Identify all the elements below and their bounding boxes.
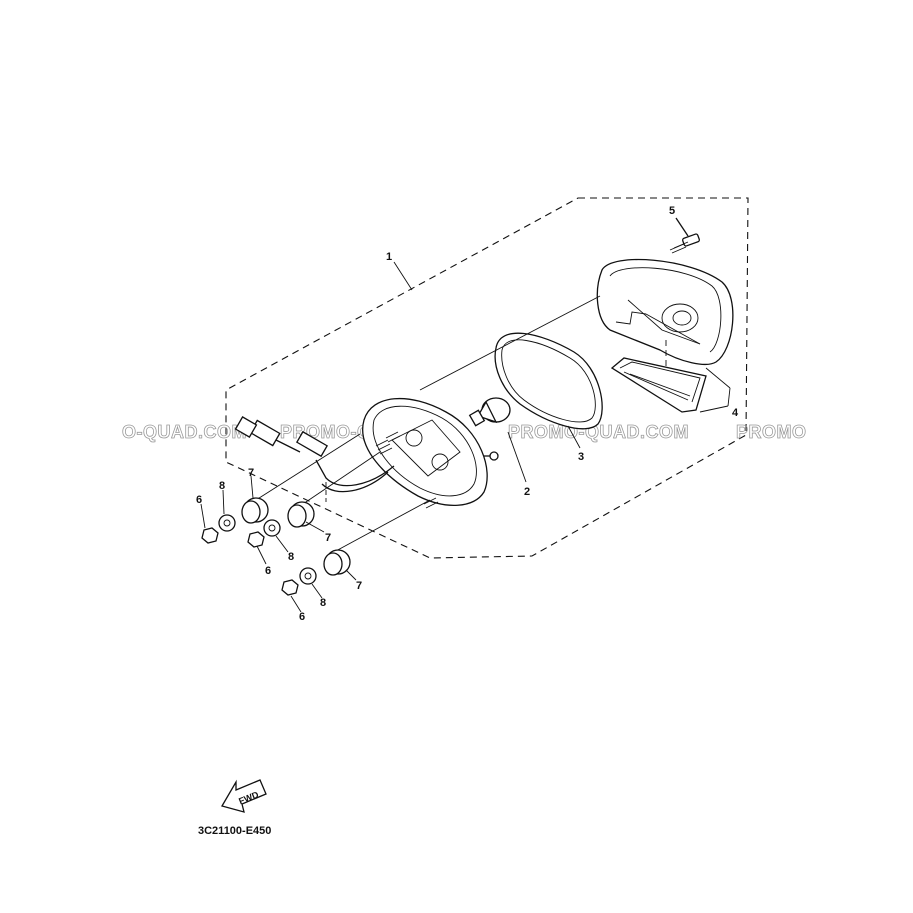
- callout-8: 8: [288, 551, 294, 563]
- fwd-arrow: FWD: [221, 779, 267, 813]
- part-3-gasket: [494, 332, 603, 430]
- callout-7: 7: [248, 467, 254, 479]
- callout-6: 6: [196, 494, 202, 506]
- part-1-base: [362, 397, 499, 509]
- watermark-text: PROMO: [736, 422, 807, 442]
- callout-3: 3: [578, 451, 584, 463]
- callout-6: 6: [265, 565, 271, 577]
- part-2-bulb: [468, 397, 511, 427]
- callout-2: 2: [524, 486, 530, 498]
- part-8-washers: [218, 514, 317, 585]
- wire-harness: [234, 416, 395, 502]
- assembly-guide-lines: [255, 295, 601, 553]
- callout-8: 8: [219, 480, 225, 492]
- leader-lines: [200, 261, 731, 613]
- part-6-nuts: [201, 527, 299, 596]
- callout-1: 1: [386, 251, 392, 263]
- diagram-code: 3C21100-E450: [198, 825, 271, 837]
- part-5-screw: [669, 217, 700, 254]
- watermark-text: PROMO-QUAD.COM: [508, 422, 689, 442]
- callout-7: 7: [356, 580, 362, 592]
- callout-4: 4: [732, 407, 739, 419]
- callout-7: 7: [325, 532, 331, 544]
- watermark-text: O-QUAD.COM: [122, 422, 247, 442]
- callout-6: 6: [299, 611, 305, 623]
- part-4-lens: [596, 258, 734, 388]
- callout-8: 8: [320, 597, 326, 609]
- part-7-grommets: [241, 497, 351, 576]
- part-4-reflector: [610, 357, 707, 413]
- callout-labels: 1 2 3 4 5 6 6 6 7 7 7 8 8 8: [196, 205, 739, 623]
- assembly-boundary: [225, 197, 749, 559]
- callout-5: 5: [669, 205, 675, 217]
